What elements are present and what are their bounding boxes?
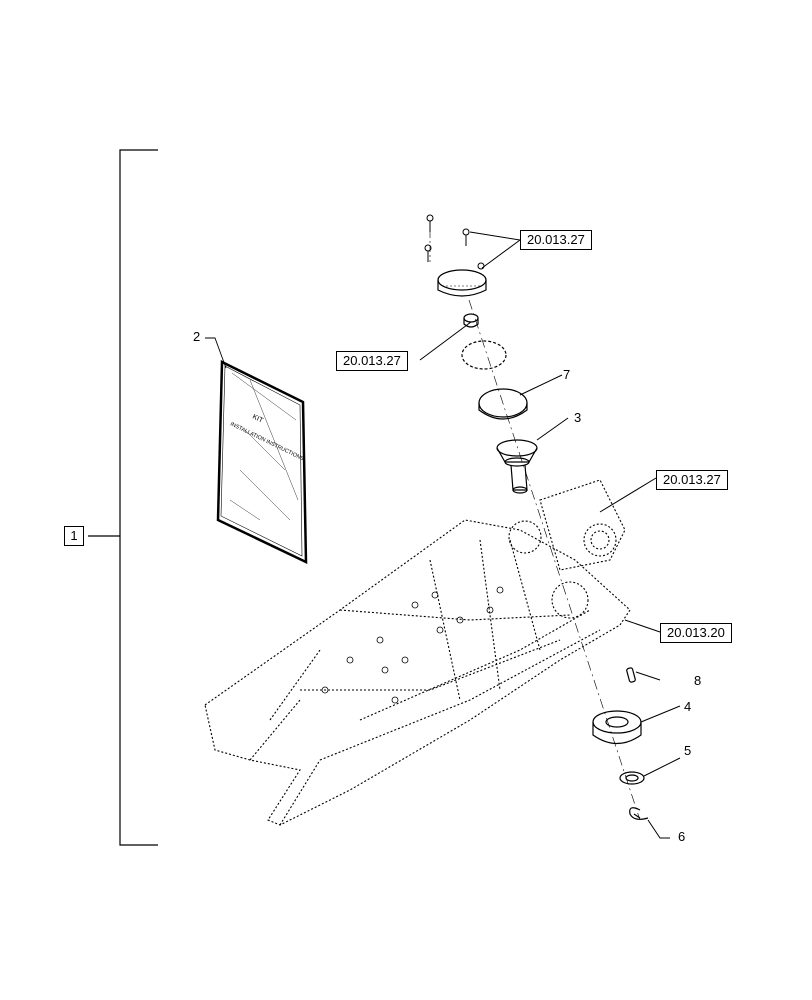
callout-8: 8	[694, 673, 702, 688]
pin	[626, 667, 636, 683]
ref-link-frame[interactable]: 20.013.20	[660, 623, 732, 643]
kit-bracket	[88, 149, 158, 846]
bolts	[424, 214, 485, 270]
circlip	[629, 807, 649, 820]
ref-link-bushing[interactable]: 20.013.27	[336, 351, 408, 371]
callout-6: 6	[678, 829, 686, 844]
instruction-manual-drawing: KIT INSTALLATION INSTRUCTIONS	[205, 337, 308, 564]
callout-7: 7	[563, 367, 571, 382]
callout-3: 3	[574, 410, 582, 425]
ref-link-top[interactable]: 20.013.27	[520, 230, 592, 250]
main-frame	[204, 479, 631, 826]
leader-lines	[419, 231, 681, 839]
castle-nut	[592, 710, 642, 745]
cover-ring	[437, 269, 487, 297]
frame-holes	[321, 586, 504, 704]
callout-5: 5	[684, 743, 692, 758]
washer	[619, 771, 645, 785]
seal-cover	[478, 388, 528, 420]
manual-title: KIT	[251, 414, 265, 425]
bevel-gear	[496, 439, 538, 494]
callout-2: 2	[193, 329, 201, 344]
ref-link-gearbox[interactable]: 20.013.27	[656, 470, 728, 490]
callout-4: 4	[684, 699, 692, 714]
gasket	[461, 340, 507, 370]
item-1-label: 1	[64, 526, 84, 546]
